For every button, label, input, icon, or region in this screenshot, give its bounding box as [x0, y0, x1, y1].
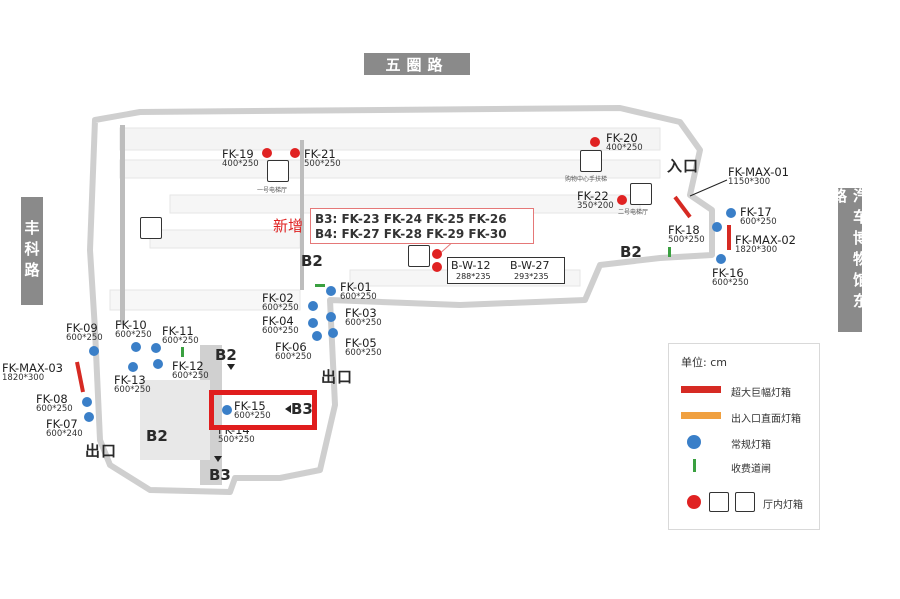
elevator-icon-left: [267, 160, 289, 182]
new-signs-line2: B4: FK-27 FK-28 FK-29 FK-30: [315, 227, 507, 241]
escalator-icon-left: [140, 217, 162, 239]
sign-dot: [151, 343, 161, 353]
sign-dot: [716, 254, 726, 264]
sign-dot: [328, 328, 338, 338]
sign-dot: [308, 301, 318, 311]
sign-dot: [222, 405, 232, 415]
sign-dot: [712, 222, 722, 232]
level-b3-bottom: B3: [209, 466, 231, 484]
sign-dot: [82, 397, 92, 407]
road-west: 丰科路: [21, 197, 43, 305]
legend-label-entrance: 出入口直面灯箱: [731, 414, 801, 425]
legend-swatch-entrance: [681, 412, 721, 419]
sign-dot: [262, 148, 272, 158]
level-b2-left: B2: [146, 427, 168, 445]
sign-dot: [617, 195, 627, 205]
sign-dot: [326, 312, 336, 322]
new-label: 新增: [273, 217, 304, 235]
road-north: 五圈路: [364, 53, 470, 75]
level-b2-top: B2: [301, 252, 323, 270]
sign-dot: [131, 342, 141, 352]
level-b2-mid: B2: [215, 346, 237, 364]
highlight-box: [209, 390, 317, 430]
bw-12-dot: [432, 249, 442, 259]
legend-label-hall: 厅内灯箱: [763, 500, 803, 511]
escalator-icon-right: [580, 150, 602, 172]
new-signs-box: B3: FK-23 FK-24 FK-25 FK-26 B4: FK-27 FK…: [310, 208, 534, 244]
legend: 单位: cm 超大巨幅灯箱 出入口直面灯箱 常规灯箱 收费道闸 厅内灯箱: [668, 343, 820, 530]
entrance-label: 入口: [667, 157, 700, 175]
escalator-icon-center: [408, 245, 430, 267]
elevator-left-label: 一号电梯厅: [257, 187, 288, 194]
legend-label-gate: 收费道闸: [731, 464, 771, 475]
sign-dot: [312, 331, 322, 341]
sign-dot: [290, 148, 300, 158]
legend-unit: 单位: cm: [681, 356, 727, 369]
legend-dot-regular: [687, 435, 701, 449]
legend-swatch-max: [681, 386, 721, 393]
sign-dot: [590, 137, 600, 147]
elevator-right-label: 二号电梯厅: [618, 209, 649, 216]
sign-dot: [153, 359, 163, 369]
sign-dot: [308, 318, 318, 328]
exit-label-center: 出口: [321, 368, 354, 386]
escalator-icon-legend: [735, 492, 755, 512]
exit-label-left: 出口: [85, 442, 118, 460]
bw-12-code: B-W-12: [451, 259, 491, 272]
bw-box: B-W-12 288*235 B-W-27 293*235: [447, 257, 565, 284]
level-b2-right: B2: [620, 243, 642, 261]
legend-label-regular: 常规灯箱: [731, 440, 771, 451]
legend-dot-hall: [687, 495, 701, 509]
sign-dot: [726, 208, 736, 218]
shopping-escalator-label: 购物中心手扶梯: [565, 176, 608, 183]
sign-dot: [128, 362, 138, 372]
bw-12-size: 288*235: [456, 272, 491, 281]
bw-27-dot: [432, 262, 442, 272]
legend-gate: [693, 459, 696, 472]
elevator-icon-legend: [709, 492, 729, 512]
new-signs-line1: B3: FK-23 FK-24 FK-25 FK-26: [315, 212, 507, 226]
bw-27-code: B-W-27: [510, 259, 550, 272]
sign-dot: [326, 286, 336, 296]
bw-27-size: 293*235: [514, 272, 549, 281]
elevator-icon-right: [630, 183, 652, 205]
level-b3-box: B3: [291, 400, 313, 418]
sign-dot: [89, 346, 99, 356]
sign-dot: [84, 412, 94, 422]
legend-label-max: 超大巨幅灯箱: [731, 388, 791, 399]
